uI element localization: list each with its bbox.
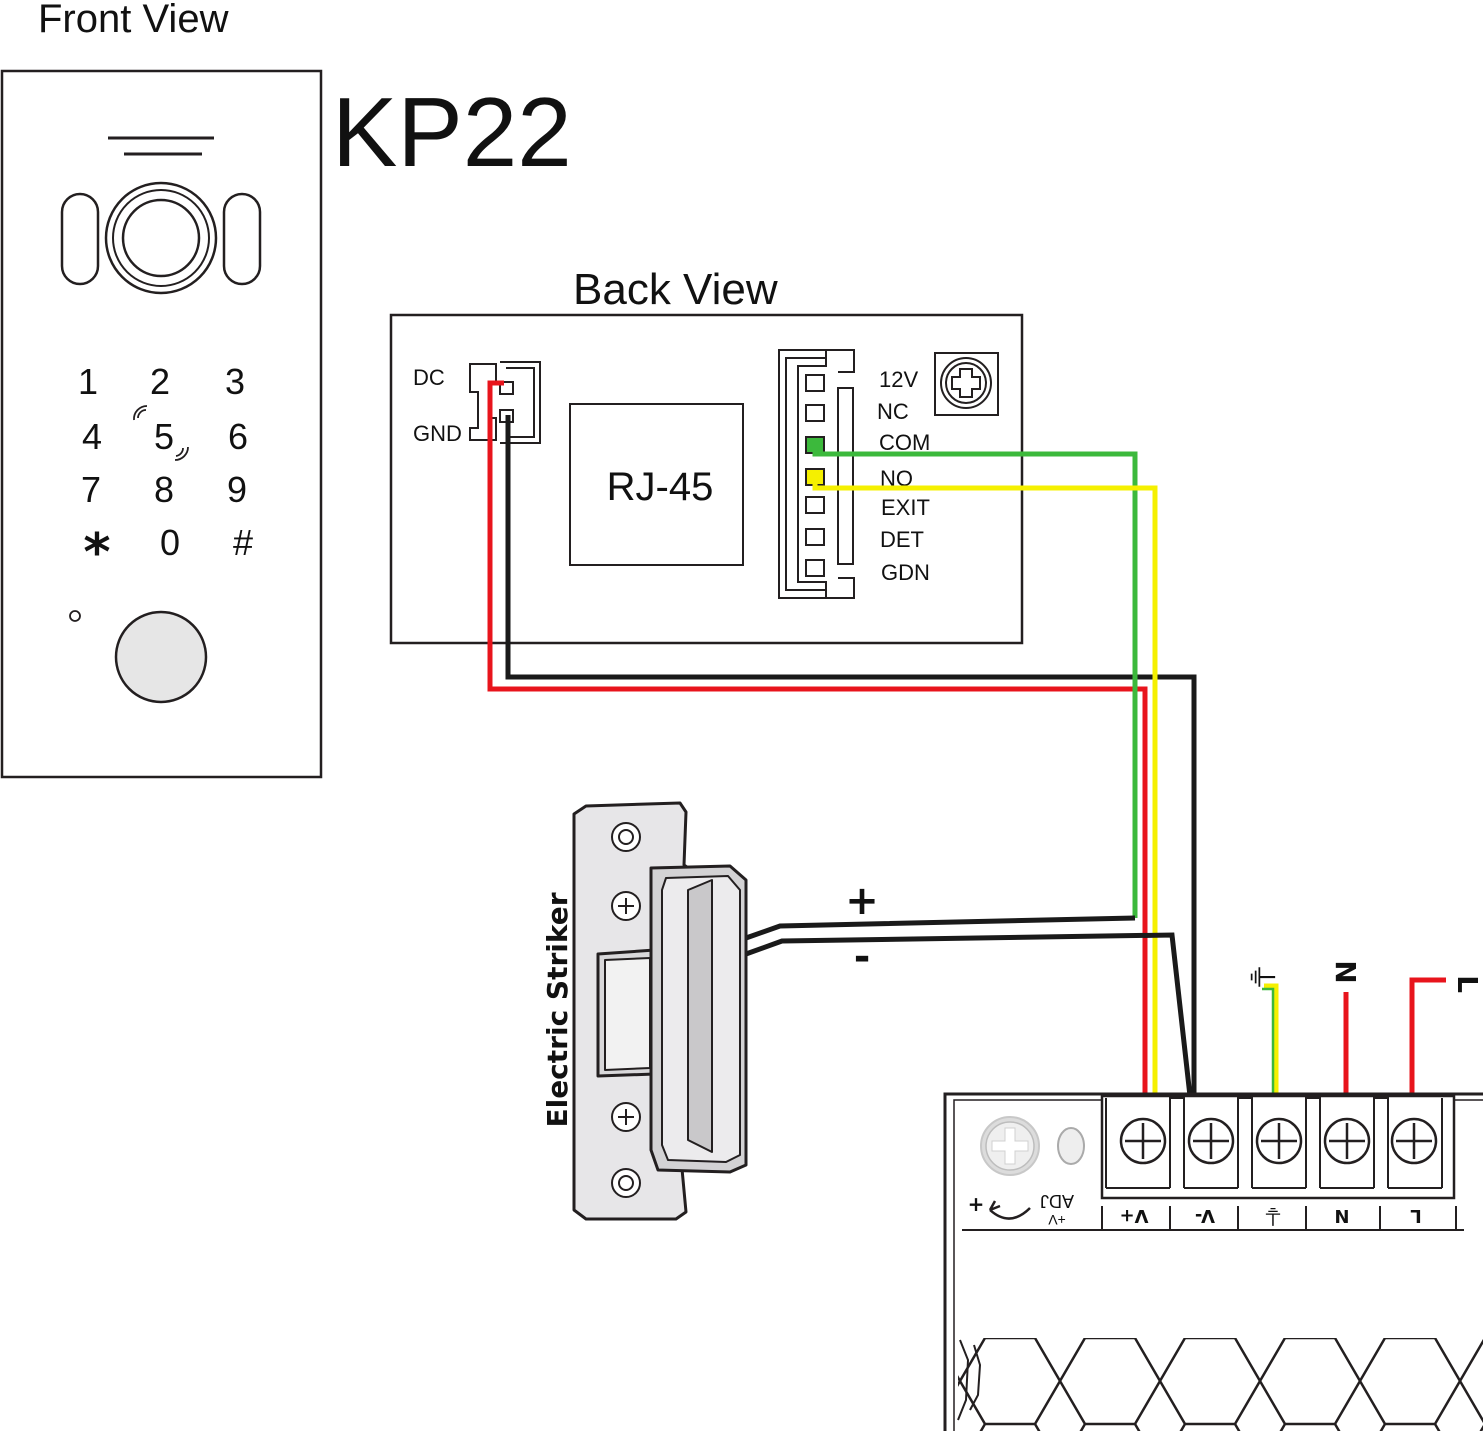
red-wire — [487, 380, 1148, 1096]
terminal-label-com: COM — [879, 430, 930, 455]
key-3: 3 — [225, 361, 245, 402]
front-view-heading: Front View — [38, 0, 229, 41]
key-0: 0 — [160, 522, 180, 563]
yellow-wire — [812, 477, 1158, 1096]
mains-label-l: L — [1451, 975, 1483, 993]
adj-plus-label: + — [968, 1192, 985, 1216]
mains-label-earth: ⏚ — [1244, 962, 1277, 992]
striker-plus-wire — [745, 915, 1136, 941]
front-panel: 1 2 3 4 5 6 7 8 9 * 0 # — [0, 69, 323, 779]
key-star: * — [83, 523, 110, 583]
adj-label: ADJ — [1040, 1191, 1074, 1211]
mains-label-n: N — [1329, 960, 1362, 983]
psu-label-l: L — [1410, 1205, 1421, 1226]
terminal-label-gdn: GDN — [881, 560, 930, 585]
status-led-icon — [69, 610, 81, 622]
gnd-label: GND — [413, 421, 462, 446]
rj45-label: RJ-45 — [607, 465, 714, 509]
adj-sub-label: +V — [1048, 1212, 1066, 1228]
green-wire — [812, 445, 1138, 918]
adj-potentiometer[interactable] — [980, 1116, 1040, 1176]
terminal-block — [778, 349, 855, 599]
terminal-label-12v: 12V — [879, 367, 918, 392]
psu-terminal-strip: V+ V- ⏚ N L — [962, 1094, 1464, 1231]
terminal-label-exit: EXIT — [881, 495, 930, 520]
earth-wire-yellow — [1264, 983, 1279, 1096]
speaker-grille — [108, 136, 214, 156]
striker-minus-label: - — [854, 934, 871, 980]
earth-wire-green — [1262, 987, 1275, 1096]
wires — [487, 380, 1446, 1097]
key-4: 4 — [82, 416, 102, 457]
nfc-wave-icon — [133, 405, 189, 461]
back-view-heading: Back View — [573, 265, 778, 314]
terminal-label-nc: NC — [877, 399, 909, 424]
call-button[interactable] — [114, 610, 208, 704]
adj-arrow-icon — [988, 1200, 1031, 1220]
electric-striker — [572, 801, 748, 1221]
key-2: 2 — [150, 361, 170, 402]
key-hash: # — [233, 522, 253, 563]
key-7: 7 — [81, 469, 101, 510]
rj45-port — [569, 403, 744, 566]
key-8: 8 — [154, 469, 174, 510]
power-supply: + ADJ +V V+ V- ⏚ N L — [943, 960, 1483, 1431]
striker-screws — [611, 822, 641, 1198]
key-1: 1 — [78, 361, 98, 402]
striker-label: Electric Striker — [541, 892, 574, 1127]
psu-label-vminus: V- — [1195, 1205, 1215, 1226]
key-5: 5 — [154, 416, 174, 457]
psu-label-vplus: V+ — [1119, 1205, 1148, 1226]
psu-terminal-screws — [1119, 1117, 1438, 1165]
model-title: KP22 — [332, 77, 572, 187]
terminal-labels: 12V NC COM NO EXIT DET GDN — [877, 367, 930, 585]
terminal-pins — [805, 374, 825, 577]
psu-label-earth: ⏚ — [1262, 1203, 1284, 1228]
psu-label-n: N — [1334, 1205, 1349, 1226]
back-panel: DC GND RJ-45 12V NC COM NO EX — [389, 313, 1024, 645]
striker-minus-wire — [745, 932, 1193, 1097]
black-wire — [505, 415, 1197, 1096]
key-6: 6 — [228, 416, 248, 457]
power-led-icon — [1057, 1127, 1085, 1165]
live-wire — [1409, 977, 1446, 1096]
striker-plus-label: + — [845, 878, 879, 924]
vent-bracket — [957, 1339, 982, 1421]
dc-label: DC — [413, 365, 445, 390]
terminal-label-det: DET — [880, 527, 924, 552]
screw-icon — [934, 352, 999, 416]
key-9: 9 — [227, 469, 247, 510]
keypad: 1 2 3 4 5 6 7 8 9 * 0 # — [78, 361, 253, 583]
camera-lens — [60, 181, 262, 295]
